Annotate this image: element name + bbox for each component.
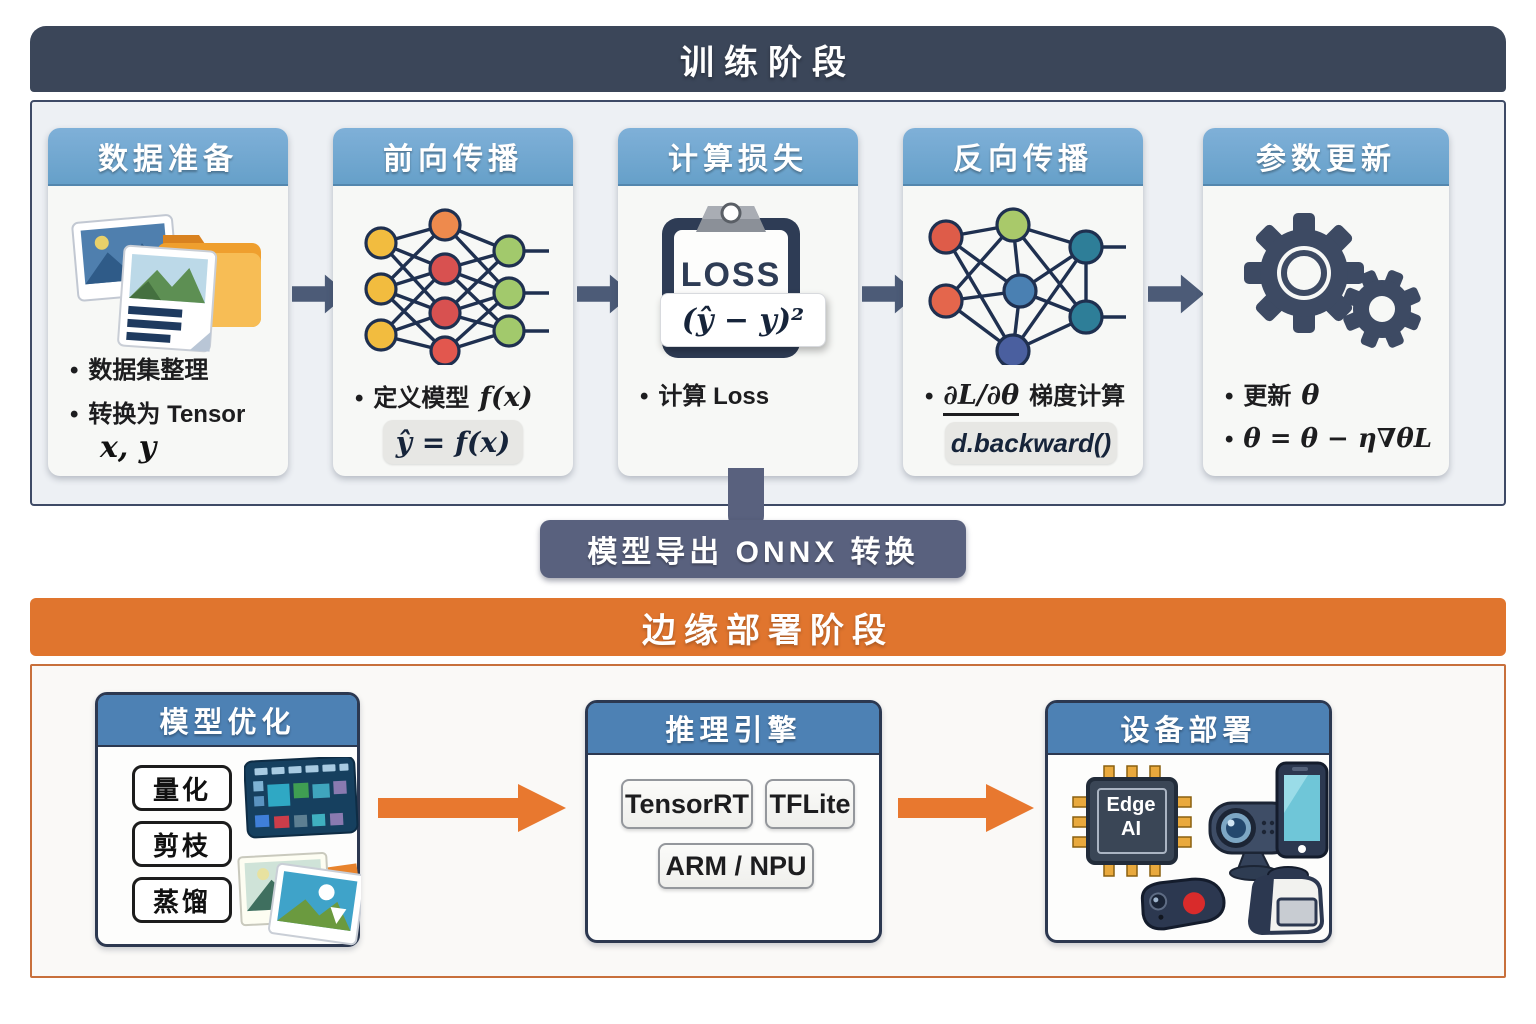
bullet-compute-loss: 计算 Loss <box>636 376 769 411</box>
card-title: 推理引擎 <box>665 715 802 747</box>
chip-text: 量化 <box>152 774 211 805</box>
card-parameter-update: 参数更新 <box>1203 128 1449 476</box>
chip-text: 蒸馏 <box>152 886 211 917</box>
bullet-define-model: 定义模型 f(x) <box>351 378 533 413</box>
card-parameter-update-header: 参数更新 <box>1203 128 1449 186</box>
card-title: 反向传播 <box>953 143 1093 176</box>
card-title: 参数更新 <box>1256 143 1396 176</box>
bullet-text: 定义模型 <box>373 385 470 412</box>
bullet-tensor: 转换为 Tensor <box>66 394 245 429</box>
arrow-right-icon <box>378 784 566 832</box>
neural-network-icon <box>333 186 573 376</box>
bullet-text: 转换为 Tensor <box>88 401 246 428</box>
card-compute-loss: 计算损失 LOSS (ŷ − y)² 计算 Loss <box>618 128 858 476</box>
arrow-right-icon <box>1148 274 1205 314</box>
chip-text: 剪枝 <box>152 830 211 861</box>
box-device-icon <box>1240 865 1330 946</box>
chip-arm-npu: ARM / NPU <box>658 843 814 889</box>
loss-label: LOSS <box>681 256 782 294</box>
chip-tensorrt: TensorRT <box>621 779 753 829</box>
deployment-phase-title: 边缘部署阶段 <box>642 611 894 650</box>
formula-chip: ŷ = f(x) <box>383 420 523 464</box>
card-data-preparation-header: 数据准备 <box>48 128 288 186</box>
chip-pruning: 剪枝 <box>132 821 232 867</box>
bullet-dataset: 数据集整理 <box>66 350 208 385</box>
bullet-theta-formula: θ = θ − η∇θL <box>1221 424 1432 454</box>
card-backpropagation: 反向传播 <box>903 128 1143 476</box>
card-backpropagation-header: 反向传播 <box>903 128 1143 186</box>
photo-stack-icon <box>236 835 366 952</box>
bullet-text: 更新 <box>1243 383 1292 410</box>
onnx-export-badge: 模型导出 ONNX 转换 <box>540 520 966 578</box>
bullet-math: θ = θ − η∇θL <box>1243 424 1432 454</box>
bullet-update-theta: 更新 θ <box>1221 376 1319 411</box>
card-title: 数据准备 <box>98 143 238 176</box>
onnx-export-label: 模型导出 ONNX 转换 <box>587 536 919 569</box>
folder-photos-icon <box>48 186 288 376</box>
card-forward-propagation: 前向传播 <box>333 128 573 476</box>
bullet-gradient: ∂L/∂θ 梯度计算 <box>921 376 1125 416</box>
code-chip: d.backward() <box>945 422 1117 464</box>
camera-icon <box>1134 871 1234 942</box>
bullet-text: 数据集整理 <box>88 357 209 384</box>
bullet-text: 计算 Loss <box>658 383 770 410</box>
formula-xy: x, y <box>100 430 157 465</box>
card-device-deployment-header: 设备部署 <box>1048 703 1329 755</box>
gears-icon <box>1203 186 1449 376</box>
card-compute-loss-header: 计算损失 <box>618 128 858 186</box>
webcam-icon <box>1196 795 1306 888</box>
arrow-right-icon <box>898 784 1034 832</box>
bullet-text: 梯度计算 <box>1029 383 1126 410</box>
bullet-math: θ <box>1301 380 1320 411</box>
chip-text: ŷ = f(x) <box>395 425 511 459</box>
card-title: 计算损失 <box>668 143 808 176</box>
card-title: 前向传播 <box>383 143 523 176</box>
loss-formula-card: (ŷ − y)² <box>660 293 826 347</box>
chip-text: TensorRT <box>624 788 749 819</box>
card-title: 模型优化 <box>159 707 296 739</box>
smartphone-icon <box>1274 761 1330 866</box>
card-model-optimization: 模型优化 量化 剪枝 蒸馏 <box>95 692 366 947</box>
edge-ai-label: Edge AI <box>1106 794 1156 840</box>
quantization-grid-icon <box>243 755 359 844</box>
edge-ai-chip-icon: Edge AI <box>1072 765 1192 877</box>
chip-text: TFLite <box>769 788 851 819</box>
training-phase-title: 训练阶段 <box>680 43 856 82</box>
training-phase-banner: 训练阶段 <box>30 26 1506 92</box>
chip-text: ARM / NPU <box>665 850 807 881</box>
card-model-optimization-header: 模型优化 <box>98 695 357 747</box>
card-inference-engine: 推理引擎 TensorRT TFLite ARM / NPU <box>585 700 882 943</box>
deployment-phase-banner: 边缘部署阶段 <box>30 598 1506 656</box>
neural-network-backprop-icon <box>903 186 1143 376</box>
chip-tflite: TFLite <box>765 779 855 829</box>
card-device-deployment: 设备部署 Edge AI <box>1045 700 1332 943</box>
card-title: 设备部署 <box>1120 715 1257 747</box>
chip-quantization: 量化 <box>132 765 232 811</box>
bullet-math: ∂L/∂θ <box>943 380 1020 416</box>
loss-formula: (ŷ − y)² <box>681 302 805 338</box>
flow-connector <box>728 468 764 528</box>
card-inference-engine-header: 推理引擎 <box>588 703 879 755</box>
card-forward-propagation-header: 前向传播 <box>333 128 573 186</box>
chip-distillation: 蒸馏 <box>132 877 232 923</box>
card-data-preparation: 数据准备 <box>48 128 288 476</box>
bullet-math: f(x) <box>479 382 533 413</box>
chip-text: d.backward() <box>950 427 1112 458</box>
